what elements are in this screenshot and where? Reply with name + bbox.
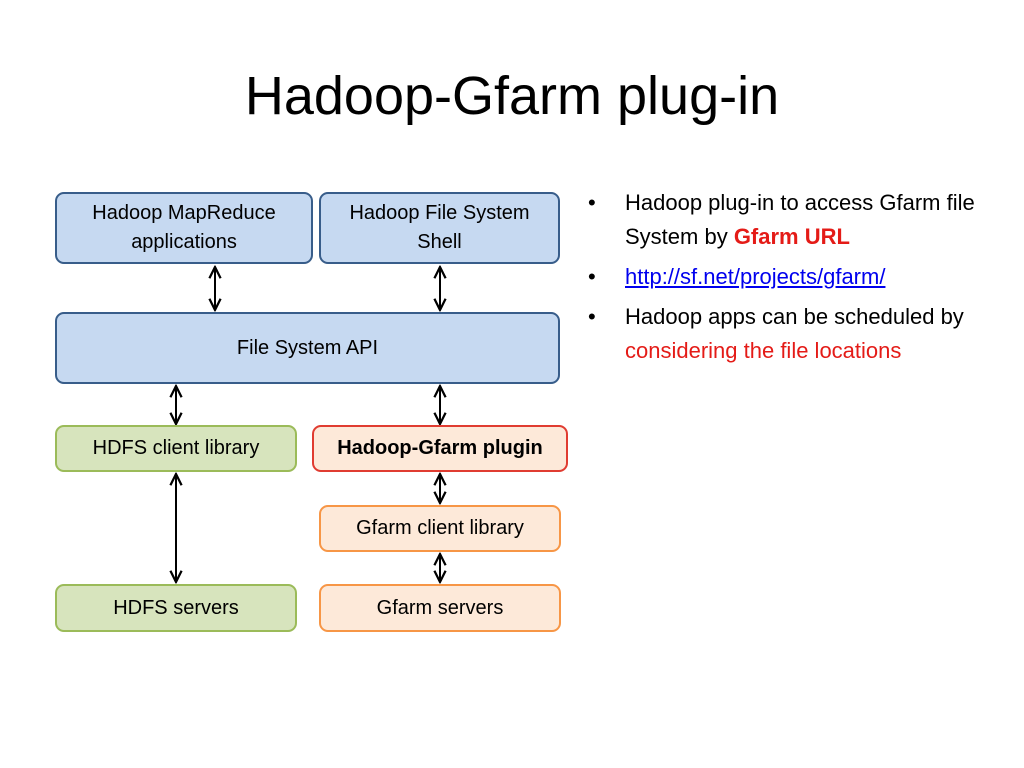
bullet-item-link: • http://sf.net/projects/gfarm/: [588, 260, 1008, 294]
bullet-3-text: Hadoop apps can be scheduled by: [625, 304, 964, 329]
file-locations-highlight: considering the file locations: [625, 338, 902, 363]
gfarm-servers-label: Gfarm servers: [376, 596, 504, 619]
fs-api-box: File System API: [55, 312, 560, 384]
fs-shell-line1: Hadoop File System: [349, 202, 530, 224]
bullet-symbol: •: [588, 304, 596, 329]
fs-shell-line2: Shell: [417, 231, 462, 253]
gfarm-plugin-label: Hadoop-Gfarm plugin: [337, 437, 543, 459]
hdfs-client-label: HDFS client library: [92, 437, 260, 459]
fs-shell-box: Hadoop File System Shell: [319, 192, 560, 264]
hdfs-servers-label: HDFS servers: [113, 596, 239, 619]
fs-api-label: File System API: [236, 336, 379, 359]
gfarm-servers-box: Gfarm servers: [319, 584, 561, 632]
project-link[interactable]: http://sf.net/projects/gfarm/: [625, 264, 886, 289]
gfarm-url-highlight: Gfarm URL: [733, 224, 850, 249]
hdfs-client-box: HDFS client library: [55, 425, 297, 472]
bullet-1-text: Hadoop plug-in to access Gfarm file Syst…: [625, 190, 975, 249]
mapreduce-line2: applications: [131, 231, 237, 253]
slide-title: Hadoop-Gfarm plug-in: [244, 66, 780, 126]
hdfs-servers-box: HDFS servers: [55, 584, 297, 632]
mapreduce-applications-box: Hadoop MapReduce applications: [55, 192, 313, 264]
mapreduce-line1: Hadoop MapReduce: [92, 202, 276, 224]
gfarm-plugin-box: Hadoop-Gfarm plugin: [312, 425, 568, 472]
bullet-symbol: •: [588, 264, 596, 289]
bullet-item-scheduling: • Hadoop apps can be scheduled by consid…: [588, 300, 1008, 368]
gfarm-client-label: Gfarm client library: [356, 517, 524, 539]
bullet-list: • Hadoop plug-in to access Gfarm file Sy…: [588, 186, 1008, 374]
gfarm-client-box: Gfarm client library: [319, 505, 561, 552]
bullet-symbol: •: [588, 190, 596, 215]
bullet-item-gfarm-url: • Hadoop plug-in to access Gfarm file Sy…: [588, 186, 1008, 254]
